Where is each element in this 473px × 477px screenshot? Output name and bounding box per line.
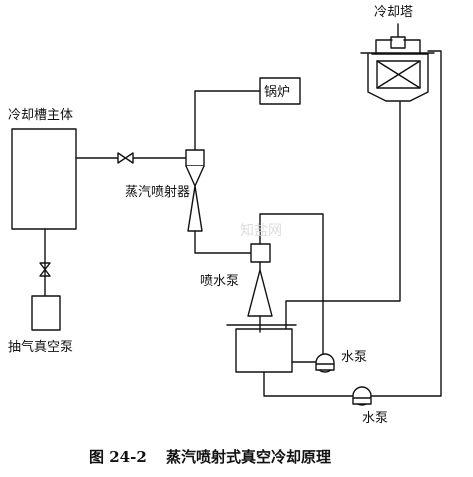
ejector-to-waterjet-pipe bbox=[194, 230, 252, 254]
cooling-tower-label: 冷却塔 bbox=[374, 5, 413, 20]
boiler-label: 锅炉 bbox=[264, 84, 290, 100]
lower-water-pump bbox=[352, 386, 372, 406]
vacuum-pump-label: 抽气真空泵 bbox=[8, 339, 73, 355]
upper-water-pump-label: 水泵 bbox=[341, 350, 367, 365]
steam-ejector-label: 蒸汽喷射器 bbox=[125, 184, 190, 200]
vacuum-pump bbox=[31, 295, 61, 331]
ejector-valve-icon bbox=[117, 152, 134, 164]
lower-pump-pipe bbox=[263, 371, 354, 397]
tank-to-tower-return-pipe bbox=[285, 100, 401, 330]
water-tank bbox=[226, 324, 297, 373]
recirculation-pipe bbox=[259, 213, 324, 357]
water-jet-pump bbox=[247, 243, 273, 333]
vacuum-valve-icon bbox=[39, 262, 51, 277]
steam-ejector bbox=[185, 149, 205, 232]
cooling-tank-label: 冷却槽主体 bbox=[8, 108, 73, 123]
ejector-to-boiler-pipe bbox=[194, 90, 261, 151]
cooling-tower bbox=[360, 23, 435, 102]
lower-water-pump-label: 水泵 bbox=[362, 411, 388, 426]
cooling-tank bbox=[11, 128, 77, 230]
boiler bbox=[259, 77, 301, 105]
upper-water-pump bbox=[315, 353, 335, 373]
watermark: 知盐网 bbox=[240, 222, 282, 239]
figure-number: 图 24-2 bbox=[89, 448, 147, 466]
lower-pump-to-tower-pipe bbox=[370, 50, 442, 397]
figure-caption: 蒸汽喷射式真空冷却原理 bbox=[166, 448, 331, 466]
water-jet-pump-label: 喷水泵 bbox=[200, 274, 239, 289]
